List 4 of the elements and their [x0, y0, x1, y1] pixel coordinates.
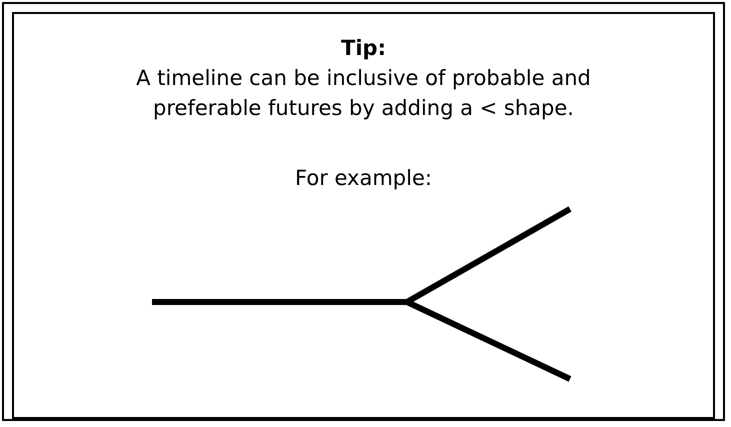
tip-text: A timeline can be inclusive of probable and preferable futures by adding a < shape. [135, 65, 592, 122]
tip-frame [2, 2, 725, 421]
example-label: For example: [294, 165, 433, 192]
tip-heading: Tip: [340, 35, 387, 62]
